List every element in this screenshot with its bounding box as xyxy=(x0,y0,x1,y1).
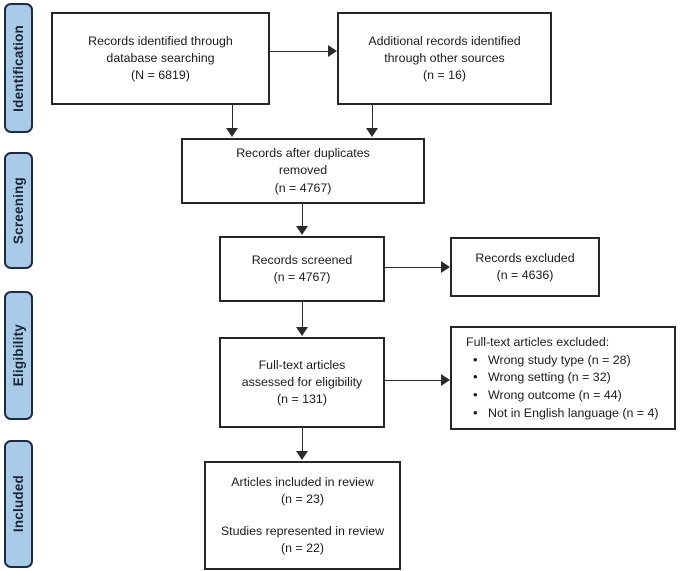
connector-database-to-other-sources xyxy=(270,51,328,52)
arrowhead-fulltext-to-included xyxy=(296,451,308,460)
box-line: Records excluded xyxy=(475,250,575,265)
box-count: (n = 4767) xyxy=(273,270,331,284)
box-count: (n = 16) xyxy=(422,68,467,83)
box-records-after-duplicates-removed[interactable]: Records after duplicates removed (n = 47… xyxy=(181,138,425,204)
stage-label-identification: Identification xyxy=(11,24,26,112)
stage-tab-included[interactable]: Included xyxy=(4,440,33,568)
box-line: Records identified through xyxy=(88,33,233,48)
arrowhead-screened-to-excluded xyxy=(441,261,450,273)
box-line: Full-text articles xyxy=(258,357,346,372)
box-count: (n = 131) xyxy=(277,392,327,407)
list-item: Wrong study type (n = 28) xyxy=(473,351,658,370)
connector-screened-to-fulltext xyxy=(302,302,303,328)
included-articles-paragraph: Articles included in review (n = 23) xyxy=(231,474,374,508)
connector-fulltext-to-excluded xyxy=(385,380,441,381)
box-records-identified-database[interactable]: Records identified through database sear… xyxy=(51,12,270,105)
stage-label-screening: Screening xyxy=(11,176,26,245)
arrowhead-screened-to-fulltext xyxy=(296,327,308,336)
stage-label-eligibility: Eligibility xyxy=(11,324,26,387)
list-item: Wrong outcome (n = 44) xyxy=(473,386,658,405)
box-count: (N = 6819) xyxy=(131,68,190,83)
box-count: (n = 22) xyxy=(280,540,325,555)
exclusion-list-title: Full-text articles excluded: xyxy=(466,334,610,349)
list-item: Not in English language (n = 4) xyxy=(473,404,659,423)
arrowhead-other-sources-to-duplicates xyxy=(366,128,378,137)
connector-database-to-duplicates xyxy=(232,105,233,129)
connector-other-sources-to-duplicates xyxy=(372,105,373,129)
stage-tab-eligibility[interactable]: Eligibility xyxy=(4,291,33,420)
box-line: database searching xyxy=(106,50,215,65)
box-articles-included-in-review[interactable]: Articles included in review (n = 23) Stu… xyxy=(204,461,401,570)
box-count: (n = 23) xyxy=(280,492,325,507)
box-line: removed xyxy=(278,163,328,178)
arrowhead-duplicates-to-screened xyxy=(296,226,308,235)
box-line: assessed for eligibility xyxy=(241,374,363,389)
box-fulltext-articles-excluded[interactable]: Full-text articles excluded: Wrong study… xyxy=(450,326,676,430)
stage-tab-screening[interactable]: Screening xyxy=(4,152,33,269)
box-line: through other sources xyxy=(384,50,505,65)
box-fulltext-articles-assessed[interactable]: Full-text articles assessed for eligibil… xyxy=(219,337,385,428)
box-count: (n = 4636) xyxy=(496,268,554,282)
box-line: Articles included in review xyxy=(231,475,374,490)
connector-screened-to-excluded xyxy=(385,267,441,268)
box-line: Records screened xyxy=(251,252,353,267)
box-count: (n = 4767) xyxy=(274,180,332,195)
arrowhead-to-other-sources xyxy=(328,45,337,57)
stage-tab-identification[interactable]: Identification xyxy=(4,3,33,133)
box-line: Additional records identified xyxy=(368,33,521,48)
box-additional-records-other-sources[interactable]: Additional records identified through ot… xyxy=(337,12,552,105)
box-line: Studies represented in review xyxy=(220,523,385,538)
connector-duplicates-to-screened xyxy=(302,204,303,227)
exclusion-reason-list: Wrong study type (n = 28) Wrong setting … xyxy=(466,351,659,423)
box-records-excluded[interactable]: Records excluded (n = 4636) xyxy=(450,237,600,297)
arrowhead-database-to-duplicates xyxy=(226,128,238,137)
box-line: Records after duplicates xyxy=(236,146,370,161)
included-studies-paragraph: Studies represented in review (n = 22) xyxy=(221,523,384,557)
stage-label-included: Included xyxy=(11,475,26,533)
box-records-screened[interactable]: Records screened (n = 4767) xyxy=(219,236,385,302)
connector-fulltext-to-included xyxy=(302,428,303,452)
arrowhead-fulltext-to-excluded xyxy=(441,374,450,386)
list-item: Wrong setting (n = 32) xyxy=(473,368,658,387)
